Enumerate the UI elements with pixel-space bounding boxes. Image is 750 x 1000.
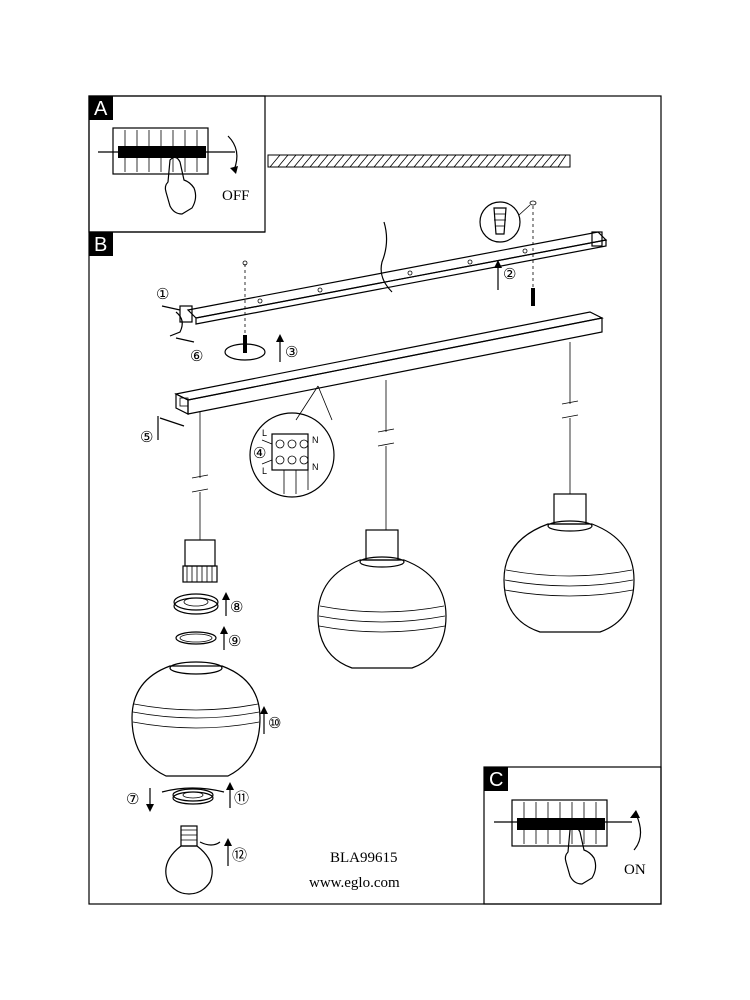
- canopy-bar: [174, 311, 604, 415]
- bottom-nut-icon: [172, 788, 214, 805]
- panel-b-label: B: [94, 234, 107, 256]
- arrow-head-icon: [630, 810, 640, 818]
- supply-cable: [380, 221, 393, 293]
- panel-c: C ON: [483, 766, 662, 905]
- rotate-arrow-icon: [633, 813, 642, 851]
- panel-c-note: ON: [624, 862, 646, 878]
- gasket-ring-inner: [179, 633, 213, 643]
- step-3-marker: ③: [285, 343, 298, 361]
- arrow-right-icon: [159, 417, 185, 427]
- website-url: www.eglo.com: [309, 875, 400, 891]
- panel-b: B: [89, 200, 635, 895]
- arrow-right-icon: [161, 305, 181, 311]
- step-7-marker: ⑦: [126, 790, 139, 808]
- terminal-label-l-top: L: [262, 428, 267, 438]
- step-12-marker: ⑫: [232, 846, 247, 864]
- panel-c-label: C: [489, 769, 503, 791]
- panel-a-label-box: [89, 96, 113, 120]
- lamp-socket-icon: [182, 539, 218, 583]
- arrow-head-icon: [230, 166, 238, 174]
- arrow-head-icon: [222, 592, 230, 600]
- panel-c-frame: [483, 766, 662, 905]
- circuit-breaker-panel-icon: [511, 799, 608, 847]
- step-8-marker: ⑧: [230, 598, 243, 616]
- arrow-right-icon: [175, 337, 195, 343]
- hand-icon: [564, 826, 597, 885]
- screw-left-icon: [242, 260, 248, 353]
- outer-frame: [88, 95, 662, 905]
- step-2-marker: ②: [503, 265, 516, 283]
- mounting-bracket: [179, 231, 608, 325]
- terminal-label-n-bottom: N: [312, 462, 319, 472]
- ceiling-hatch: [267, 154, 571, 168]
- arrow-head-icon: [494, 260, 502, 268]
- hand-icon: [164, 156, 197, 215]
- arrow-head-icon: [260, 706, 268, 714]
- panel-a-note: OFF: [222, 188, 250, 204]
- panel-a-label: A: [94, 98, 108, 120]
- rotate-arrow-icon: [224, 343, 266, 361]
- step-1-marker: ①: [156, 285, 169, 303]
- gasket-ring-icon: [175, 631, 217, 645]
- rotate-arrow-icon: [199, 841, 221, 846]
- terminal-label-n-top: N: [312, 435, 319, 445]
- screw-right-icon: [529, 200, 537, 306]
- rotate-arrow-icon: [161, 787, 225, 793]
- panel-a: A OFF: [88, 95, 266, 233]
- suspension-cables: [191, 342, 579, 540]
- pendant-shade-right: [503, 493, 635, 633]
- panel-b-label-box: [89, 232, 113, 256]
- circuit-breaker-panel-icon: [112, 127, 209, 175]
- arrow-head-icon: [146, 804, 154, 812]
- wall-plug-icon: [479, 201, 531, 243]
- rotate-arrow-icon: [227, 135, 238, 171]
- step-9-marker: ⑨: [228, 632, 241, 650]
- step-11-marker: ⑪: [234, 789, 249, 807]
- terminal-block-detail: N N L L ④: [249, 385, 335, 498]
- step-5-marker: ⑤: [140, 428, 153, 446]
- panel-c-label-box: [484, 767, 508, 791]
- rotate-arrow-icon: [169, 311, 183, 337]
- panel-a-frame: [88, 95, 266, 233]
- arrow-head-icon: [276, 334, 284, 342]
- light-bulb-icon: [165, 825, 213, 895]
- terminal-label-l-bottom: L: [262, 466, 267, 476]
- step-6-marker: ⑥: [190, 347, 203, 365]
- ring-nut-icon: [173, 593, 219, 615]
- model-number: BLA99615: [330, 850, 398, 866]
- step-10-marker: ⑩: [268, 714, 281, 732]
- pendant-shade-center: [317, 529, 447, 669]
- arrow-head-icon: [226, 782, 234, 790]
- glass-shade-icon: [131, 661, 261, 777]
- arrow-head-icon: [224, 838, 232, 846]
- step-4-marker: ④: [253, 444, 266, 462]
- arrow-head-icon: [220, 626, 228, 634]
